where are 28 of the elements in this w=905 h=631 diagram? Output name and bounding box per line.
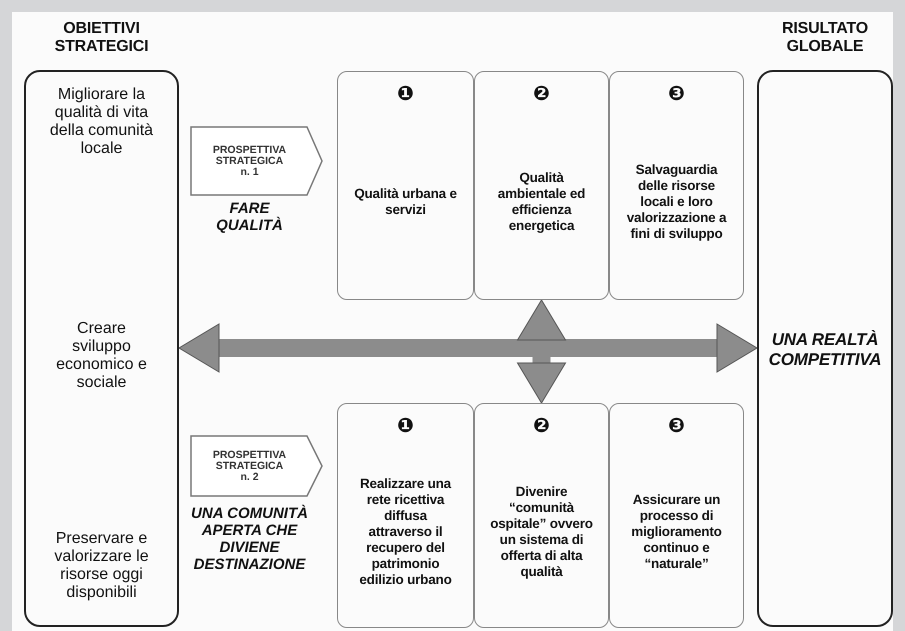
perspective-label: PROSPETTIVA STRATEGICA n. 1 — [212, 144, 288, 178]
step-number: ❶ — [397, 82, 414, 104]
action-card — [609, 403, 744, 628]
step-number: ❷ — [533, 414, 550, 436]
perspective-label: PROSPETTIVA STRATEGICA n. 2 — [212, 450, 288, 482]
action-text: Salvaguardia delle risorse locali e loro valorizzazione a fini di sviluppo — [626, 160, 728, 243]
perspective-title: FARE QUALITÀ — [215, 200, 284, 234]
step-number: ❶ — [397, 414, 414, 436]
action-text: Assicurare un processo di miglioramento continuo e “naturale” — [630, 490, 723, 572]
step-number: ❷ — [533, 82, 550, 104]
action-card — [474, 403, 609, 628]
action-text: Qualità ambientale ed efficienza energetica — [496, 168, 586, 235]
step-number: ❸ — [668, 414, 685, 436]
objective-text: Preservare e valorizzare le risorse oggi disponibili — [53, 530, 150, 602]
result-text: UNA REALTÀ COMPETITIVA — [768, 330, 882, 370]
action-text: Realizzare una rete ricettiva diffusa attraverso il recupero del patrimonio edilizio urbano — [358, 474, 453, 588]
objective-text: Migliorare la qualità di vita della comunità locale — [48, 86, 154, 158]
action-card — [609, 71, 744, 300]
action-card — [337, 403, 474, 628]
action-card — [474, 71, 609, 300]
action-card — [337, 71, 474, 300]
step-number: ❸ — [668, 82, 685, 104]
perspective-title: UNA COMUNITÀ APERTA CHE DIVIENE DESTINAZIONE — [190, 505, 309, 573]
action-text: Divenire “comunità ospitale” ovvero un sistema di offerta di alta qualità — [489, 482, 594, 581]
column-heading: RISULTATO GLOBALE — [781, 20, 869, 56]
column-heading: OBIETTIVI STRATEGICI — [54, 20, 150, 56]
objective-text: Creare sviluppo economico e sociale — [55, 320, 148, 392]
action-text: Qualità urbana e servizi — [353, 184, 458, 218]
